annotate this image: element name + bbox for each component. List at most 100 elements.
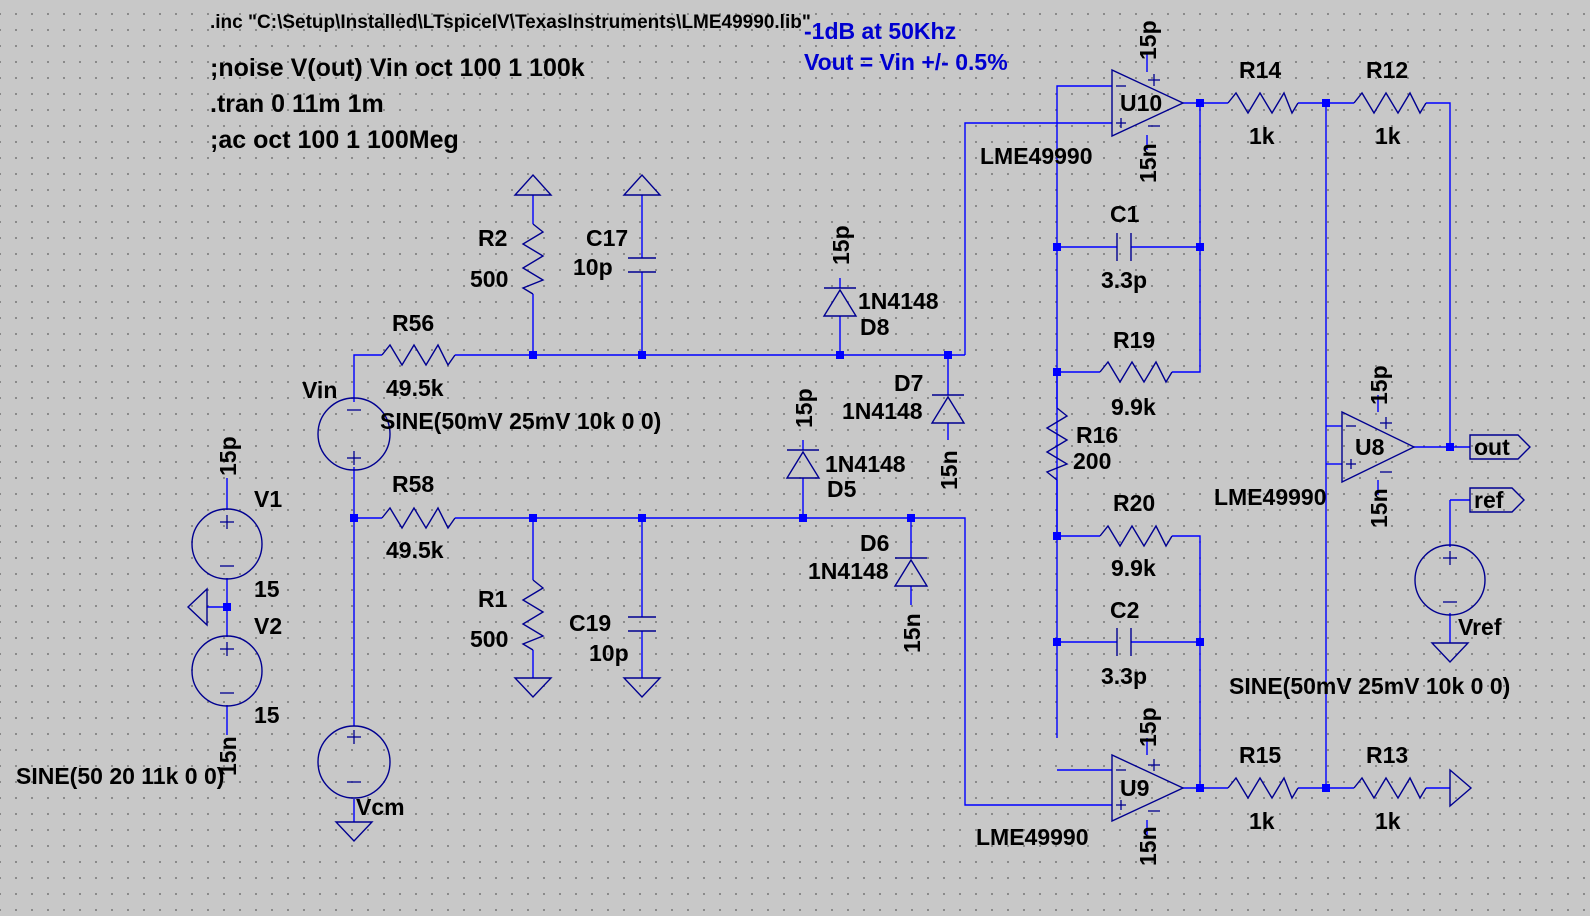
net-flags: out ref xyxy=(1469,434,1531,513)
label-r19: R19 xyxy=(1113,327,1155,353)
resistor-r12 xyxy=(1353,91,1427,115)
resistor-r1 xyxy=(521,579,545,651)
model-u10: LME49990 xyxy=(980,143,1093,169)
junction-dot xyxy=(944,351,952,359)
comment-bandwidth: -1dB at 50Khz xyxy=(804,18,956,44)
model-u9: LME49990 xyxy=(976,824,1089,850)
label-v2: V2 xyxy=(254,613,282,639)
opamp-u8 xyxy=(1341,410,1416,484)
ground-left-icon xyxy=(186,587,208,627)
opamp-u10 xyxy=(1111,68,1185,138)
label-vin: Vin xyxy=(302,377,337,403)
supply-net-labels: 15p 15n 15p 15n 15p 15n 15p 15n 15p 15n … xyxy=(215,20,1392,866)
ground-icon xyxy=(513,677,553,699)
value-v2: 15 xyxy=(254,702,280,728)
label-r56: R56 xyxy=(392,310,434,336)
value-r16: 200 xyxy=(1073,448,1111,474)
resistor-r14 xyxy=(1227,91,1299,115)
label-r1: R1 xyxy=(478,586,508,612)
junction-dot xyxy=(1053,243,1061,251)
junction-dot xyxy=(350,514,358,522)
net-label-ref: ref xyxy=(1474,487,1504,513)
label-r12: R12 xyxy=(1366,57,1408,83)
label-c19: C19 xyxy=(569,610,611,636)
value-r13: 1k xyxy=(1375,808,1401,834)
resistors xyxy=(381,91,1427,800)
model-d6: 1N4148 xyxy=(808,558,889,584)
resistor-r2 xyxy=(521,223,545,295)
junction-dot xyxy=(1196,243,1204,251)
junction-dot xyxy=(1322,784,1330,792)
label-r20: R20 xyxy=(1113,490,1155,516)
label-c1: C1 xyxy=(1110,201,1140,227)
value-vcm: SINE(50 20 11k 0 0) xyxy=(16,763,224,789)
label-vref: Vref xyxy=(1458,614,1502,640)
component-labels: R56 49.5k R58 49.5k R2 500 R1 500 C17 10… xyxy=(16,57,1510,850)
supply-arrow-icon xyxy=(513,173,553,196)
source-vin xyxy=(317,397,391,471)
value-r19: 9.9k xyxy=(1111,394,1156,420)
label-d8: D8 xyxy=(860,314,890,340)
source-vcm xyxy=(317,725,391,799)
label-vcm: Vcm xyxy=(356,794,405,820)
opamp-u9 xyxy=(1111,753,1185,823)
label-u10: U10 xyxy=(1120,90,1162,116)
label-r14: R14 xyxy=(1239,57,1281,83)
resistor-r16 xyxy=(1045,407,1069,481)
label-r58: R58 xyxy=(392,471,434,497)
value-c1: 3.3p xyxy=(1101,267,1147,293)
value-c17: 10p xyxy=(573,254,613,280)
source-vref xyxy=(1414,544,1486,616)
net-label-15p: 15p xyxy=(828,225,854,265)
net-flag-ref xyxy=(1469,487,1525,513)
value-r2: 500 xyxy=(470,266,508,292)
value-r58: 49.5k xyxy=(386,537,444,563)
label-v1: V1 xyxy=(254,486,282,512)
source-v1 xyxy=(191,508,263,580)
resistor-r13 xyxy=(1353,776,1427,800)
junction-dot xyxy=(907,514,915,522)
diode-d8 xyxy=(822,287,858,317)
directives: .inc "C:\Setup\Installed\LTspiceIV\Texas… xyxy=(210,12,1008,154)
voltage-sources xyxy=(191,397,1486,799)
diodes xyxy=(785,287,966,587)
junction-dot xyxy=(223,603,231,611)
value-r12: 1k xyxy=(1375,123,1401,149)
net-flag-out xyxy=(1469,434,1531,460)
wires xyxy=(207,52,1470,835)
resistor-r20 xyxy=(1099,524,1173,548)
value-c19: 10p xyxy=(589,640,629,666)
ground-symbols xyxy=(186,173,1473,843)
model-d8: 1N4148 xyxy=(858,288,939,314)
ground-right-icon xyxy=(1449,768,1473,808)
net-label-15p: 15p xyxy=(1135,20,1161,60)
net-label-15n: 15n xyxy=(936,450,962,490)
resistor-r15 xyxy=(1227,776,1299,800)
value-c2: 3.3p xyxy=(1101,663,1147,689)
comment-accuracy: Vout = Vin +/- 0.5% xyxy=(804,49,1008,75)
value-r15: 1k xyxy=(1249,808,1275,834)
diode-d7 xyxy=(930,394,966,424)
model-u8: LME49990 xyxy=(1214,484,1327,510)
model-d5: 1N4148 xyxy=(825,451,906,477)
model-d7: 1N4148 xyxy=(842,398,923,424)
net-label-15n: 15n xyxy=(899,613,925,653)
directive-include: .inc "C:\Setup\Installed\LTspiceIV\Texas… xyxy=(210,12,811,33)
directive-ac: ;ac oct 100 1 100Meg xyxy=(210,126,459,154)
ground-icon xyxy=(1430,642,1470,664)
label-r13: R13 xyxy=(1366,742,1408,768)
junction-dot xyxy=(799,514,807,522)
capacitors xyxy=(628,233,1132,656)
supply-arrow-icon xyxy=(622,173,662,196)
net-label-15p: 15p xyxy=(215,436,241,476)
opamps xyxy=(1111,68,1416,823)
label-r2: R2 xyxy=(478,225,507,251)
junction-dot xyxy=(529,514,537,522)
value-v1: 15 xyxy=(254,576,280,602)
net-label-15n: 15n xyxy=(1135,143,1161,183)
label-r15: R15 xyxy=(1239,742,1281,768)
label-c2: C2 xyxy=(1110,597,1139,623)
net-label-15n: 15n xyxy=(1135,826,1161,866)
junction-dot xyxy=(1053,638,1061,646)
source-v2 xyxy=(191,635,263,707)
